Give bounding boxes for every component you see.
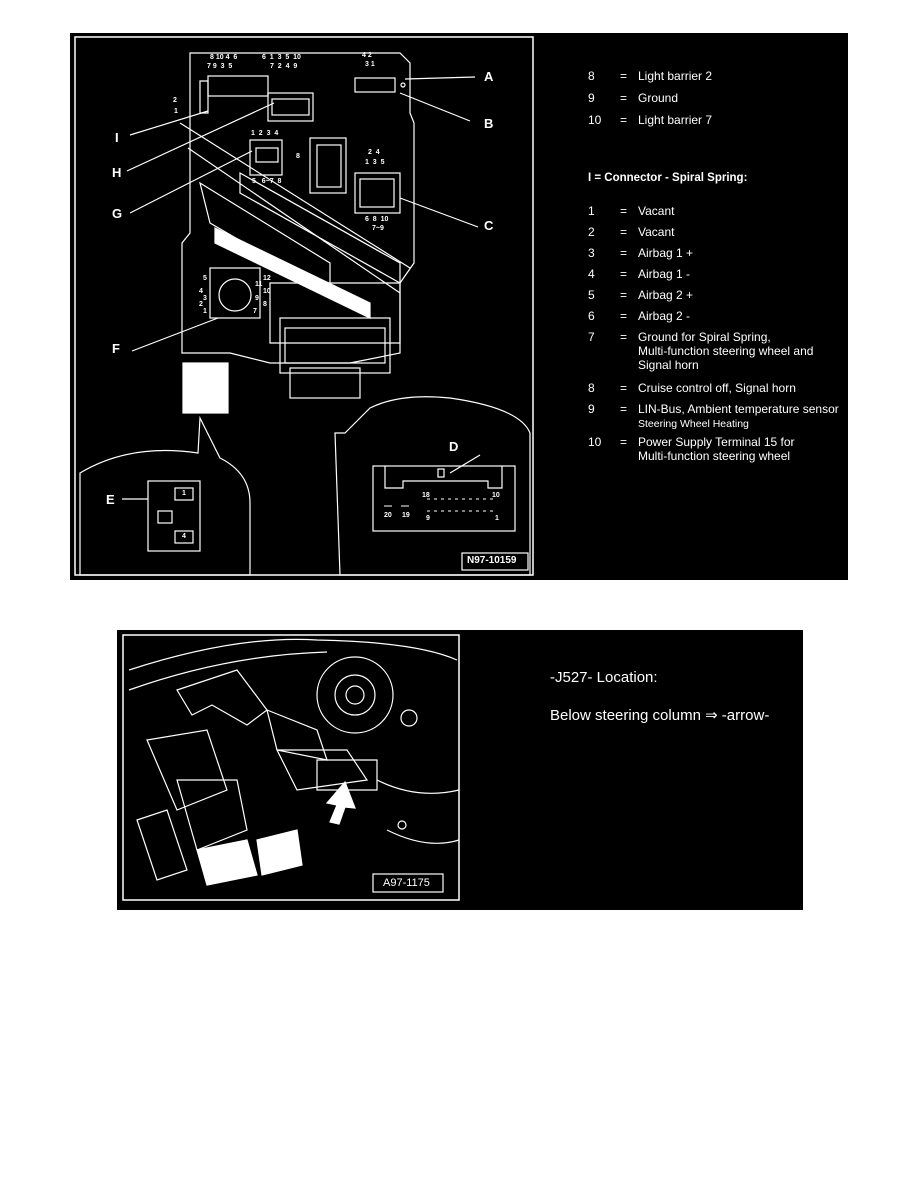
pin-label: 18 [422,492,430,499]
pin-label: 1 [182,490,186,497]
pin-label: 3 [203,295,207,302]
pin-label: 20 [384,512,392,519]
connector-legend: 1 = Vacant 2 = Vacant 3 = Airbag 1 + 4 =… [588,204,839,463]
pin-label: 6 1 3 5 10 [262,54,301,61]
pin-label: 5 [203,275,207,282]
pin-label: 5 6~7 8 [252,178,282,185]
pin-label: 1 [203,308,207,315]
callout-d: D [449,439,459,454]
pin-label: 9 [426,515,430,522]
pin-label: 11 [255,281,263,288]
legend-continued: 8 = Light barrier 2 9 = Ground 10 = Ligh… [588,69,713,127]
pin-label: 1 [174,108,178,115]
pin-label: 12 [263,275,271,282]
pin-label: 2 4 [368,149,380,156]
pin-label: 2 [173,97,177,104]
callout-a: A [484,69,494,84]
figure-id-label: N97-10159 [467,555,517,566]
pin-label: 9 [255,295,259,302]
pin-label: 6 8 10 [365,216,389,223]
pin-label: 7 2 4 9 [270,63,298,70]
pin-label: 1 3 5 [365,159,385,166]
pin-label: 10 [263,288,271,295]
location-title: -J527- Location: [550,669,658,686]
pin-label: 4 2 [362,52,372,59]
pin-label: 2 [199,301,203,308]
callout-f: F [112,341,120,356]
callout-b: B [484,116,494,131]
pin-label: 7 9 3 5 [207,63,233,70]
callout-h: H [112,165,122,180]
steering-column-illustration [122,634,460,901]
pin-label: 1 [495,515,499,522]
pin-label: 8 10 4 6 [210,54,238,61]
callout-e: E [106,492,115,507]
connector-diagram-illustration [74,36,534,576]
callout-c: C [484,218,494,233]
pin-label: 10 [492,492,500,499]
pin-label: 19 [402,512,410,519]
location-description: Below steering column ⇒ -arrow- [550,707,770,724]
callout-g: G [112,206,123,221]
location-figure: A97-1175 -J527- Location: Below steering… [117,630,803,910]
connector-diagram-figure: A B C D E F G H I 8 10 4 6 7 9 3 5 6 1 3… [70,33,848,580]
pin-label: 3 1 [365,61,375,68]
pin-label: 7 [253,308,257,315]
pin-label: 8 [296,153,300,160]
pin-label: 1 2 3 4 [251,130,279,137]
connector-heading: I = Connector - Spiral Spring: [588,172,748,184]
pin-label: 8 [263,301,267,308]
callout-i: I [115,130,119,145]
pin-label: 4 [182,533,186,540]
pin-label: 7~9 [372,225,384,232]
pin-label: 4 [199,288,203,295]
figure-id-label: A97-1175 [383,877,430,889]
